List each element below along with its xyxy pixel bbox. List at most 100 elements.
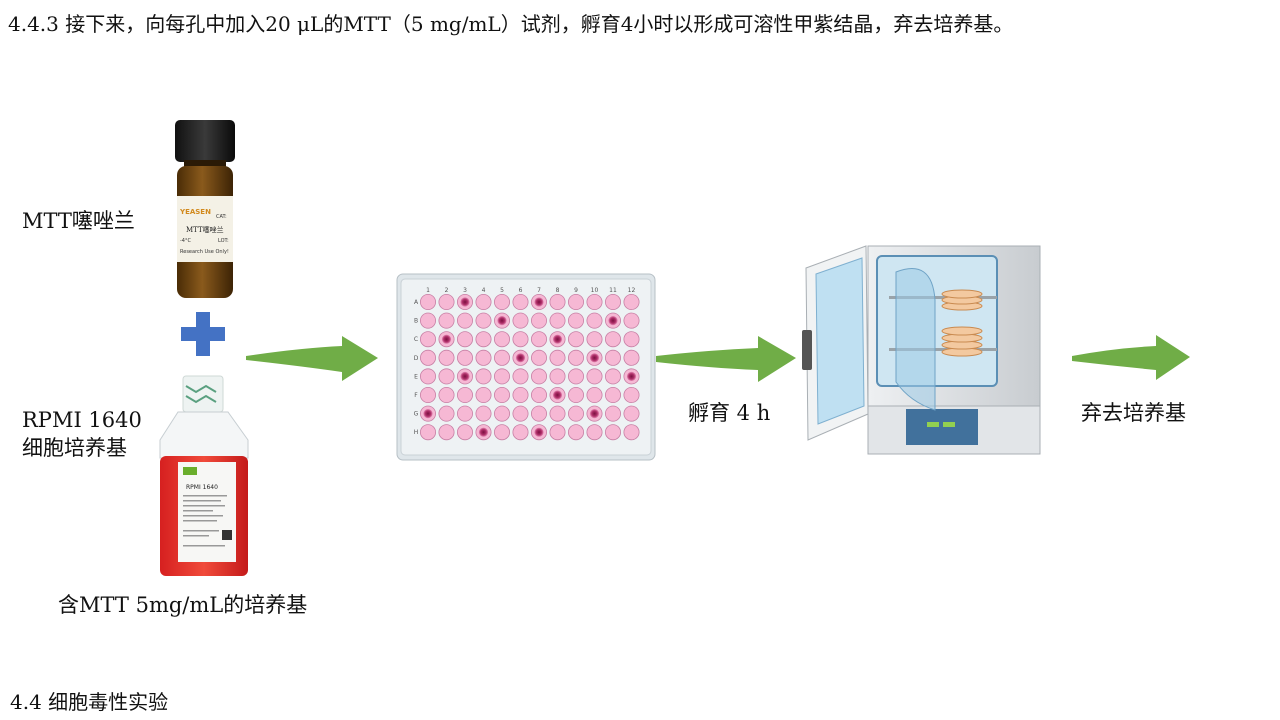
plate-well	[568, 386, 585, 403]
plate-well	[531, 312, 548, 329]
bottle-label	[178, 462, 236, 562]
vial-note: Research Use Only!	[180, 249, 229, 255]
plate-wells	[419, 293, 640, 441]
plate-well	[512, 424, 529, 441]
plate-well	[438, 386, 455, 403]
plate-well	[438, 405, 455, 422]
plate-row-label: D	[414, 355, 419, 362]
plate-row-label: H	[414, 429, 419, 436]
plate-well	[438, 424, 455, 441]
formazan-crystal	[441, 334, 452, 344]
plate-column-label: 6	[519, 287, 523, 294]
arrow-right-icon	[246, 336, 378, 381]
plate-well	[438, 293, 455, 310]
section-footer: 4.4 细胞毒性实验	[10, 690, 169, 714]
plate-well	[623, 405, 640, 422]
formazan-crystal	[534, 297, 544, 307]
plate-well	[419, 424, 436, 441]
plate-well	[419, 386, 436, 403]
formazan-crystal	[552, 334, 563, 344]
vial-brand: YEASEN	[179, 208, 211, 216]
door-handle	[802, 330, 812, 370]
plate-column-label: 8	[556, 287, 560, 294]
plate-well	[623, 349, 640, 366]
plate-well	[531, 349, 548, 366]
plate-well	[586, 293, 603, 310]
plate-well	[456, 312, 473, 329]
plate-well	[456, 405, 473, 422]
plate-column-label: 12	[628, 287, 636, 294]
formazan-crystal	[478, 427, 489, 437]
plate-well	[568, 405, 585, 422]
plate-well	[568, 424, 585, 441]
plate-well	[475, 331, 492, 348]
plate-well	[549, 312, 566, 329]
plate-well	[475, 349, 492, 366]
plate-well	[512, 368, 529, 385]
plate-well	[586, 424, 603, 441]
plate-well	[568, 312, 585, 329]
mtt-label: MTT噻唑兰	[22, 209, 135, 233]
plate-column-label: 7	[537, 287, 541, 294]
plate-row-label: E	[414, 373, 418, 380]
plate-well	[475, 312, 492, 329]
plate-well	[456, 424, 473, 441]
vial-storage: -4°C	[180, 238, 191, 244]
formazan-crystal	[589, 409, 600, 419]
plate-well	[493, 405, 510, 422]
plate-well	[475, 368, 492, 385]
incubator-panel	[906, 409, 978, 445]
plus-icon	[181, 312, 225, 356]
plate-well	[623, 424, 640, 441]
plate-well	[438, 312, 455, 329]
plate-well	[475, 293, 492, 310]
formazan-crystal	[460, 371, 470, 381]
plate-well	[419, 368, 436, 385]
plate-well	[456, 349, 473, 366]
rpmi-label-line1: RPMI 1640	[22, 408, 142, 432]
plate-well	[493, 386, 510, 403]
plate-well	[512, 312, 529, 329]
vial-label	[177, 196, 233, 262]
plate-column-label: 3	[463, 287, 467, 294]
plate-well	[456, 386, 473, 403]
arrow-right-icon	[1072, 335, 1190, 380]
incubator	[802, 245, 1041, 455]
formazan-crystal	[423, 409, 433, 419]
plate-well	[568, 368, 585, 385]
vial-name: MTT噻唑兰	[186, 225, 224, 234]
plate-well	[419, 293, 436, 310]
plate-well	[605, 386, 622, 403]
plate-well	[586, 312, 603, 329]
discard-label: 弃去培养基	[1081, 401, 1186, 425]
plate-well	[605, 424, 622, 441]
plate-well	[605, 293, 622, 310]
plate-row-label: F	[414, 392, 418, 399]
plate-column-label: 9	[574, 287, 578, 294]
formazan-crystal	[608, 316, 618, 326]
plate-well	[605, 368, 622, 385]
plate-column-label: 5	[500, 287, 504, 294]
plate-well	[512, 386, 529, 403]
plate-well	[456, 331, 473, 348]
plate-well	[512, 293, 529, 310]
plate-column-label: 2	[445, 287, 449, 294]
formazan-crystal	[552, 390, 563, 400]
formazan-crystal	[589, 353, 600, 363]
plate-well	[623, 331, 640, 348]
plate-well	[493, 349, 510, 366]
formazan-crystal	[626, 371, 637, 381]
plate-well	[568, 293, 585, 310]
plate-well	[419, 312, 436, 329]
plate-well	[493, 368, 510, 385]
plate-well	[493, 293, 510, 310]
plate-well	[549, 293, 566, 310]
plate-well	[493, 331, 510, 348]
plate-well	[586, 368, 603, 385]
plate-well	[549, 405, 566, 422]
plate-well	[586, 331, 603, 348]
formazan-crystal	[515, 353, 526, 363]
